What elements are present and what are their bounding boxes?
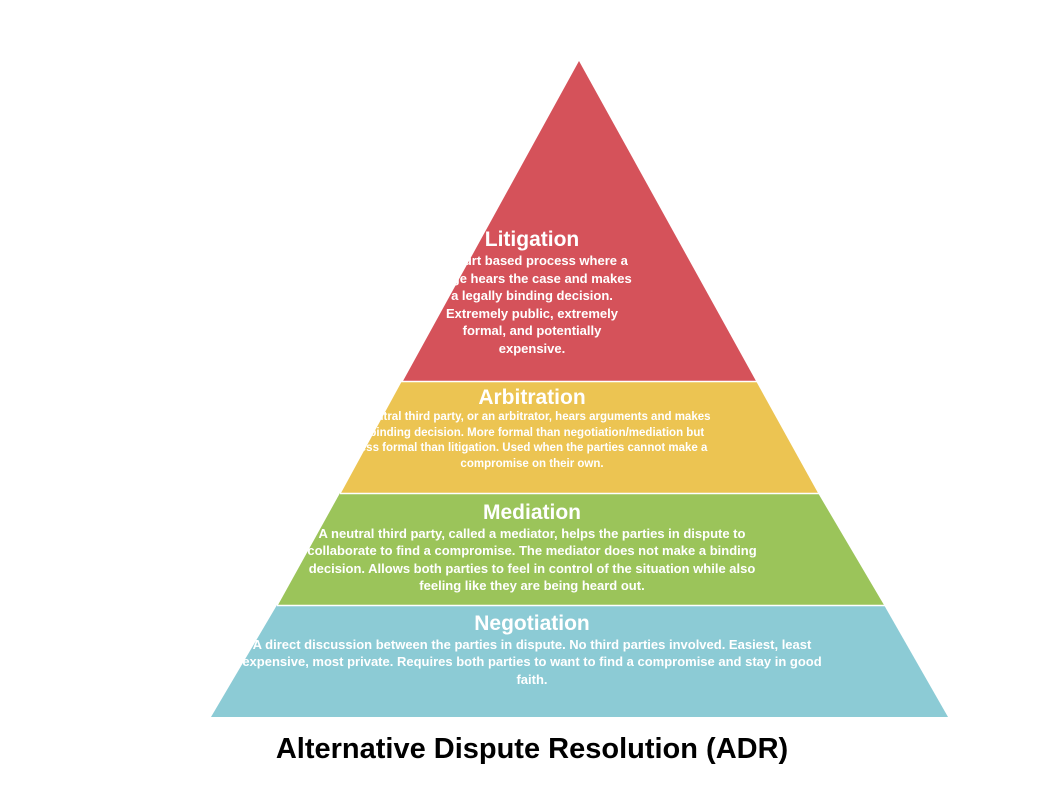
litigation-title: Litigation (484, 228, 580, 251)
mediation-title: Mediation (483, 501, 581, 524)
negotiation-tier: Negotiation A direct discussion between … (0, 612, 1064, 688)
negotiation-title: Negotiation (474, 612, 590, 635)
arbitration-tier-shape (341, 381, 818, 493)
arbitration-description: a neutral third party, or an arbitrator,… (353, 411, 711, 470)
negotiation-tier-shape (211, 605, 948, 717)
arbitration-tier: Arbitration a neutral third party, or an… (0, 386, 1064, 472)
litigation-description: A court based process where a judge hear… (432, 253, 632, 356)
diagram-title: Alternative Dispute Resolution (ADR) (275, 733, 789, 765)
arbitration-title: Arbitration (478, 386, 586, 409)
mediation-tier-shape (278, 493, 884, 605)
litigation-tier: Litigation A court based process where a… (0, 228, 1064, 358)
mediation-tier: Mediation A neutral third party, called … (0, 501, 1064, 595)
litigation-tier-shape (403, 61, 756, 381)
negotiation-description: A direct discussion between the parties … (242, 637, 822, 687)
mediation-description: A neutral third party, called a mediator… (307, 526, 757, 594)
